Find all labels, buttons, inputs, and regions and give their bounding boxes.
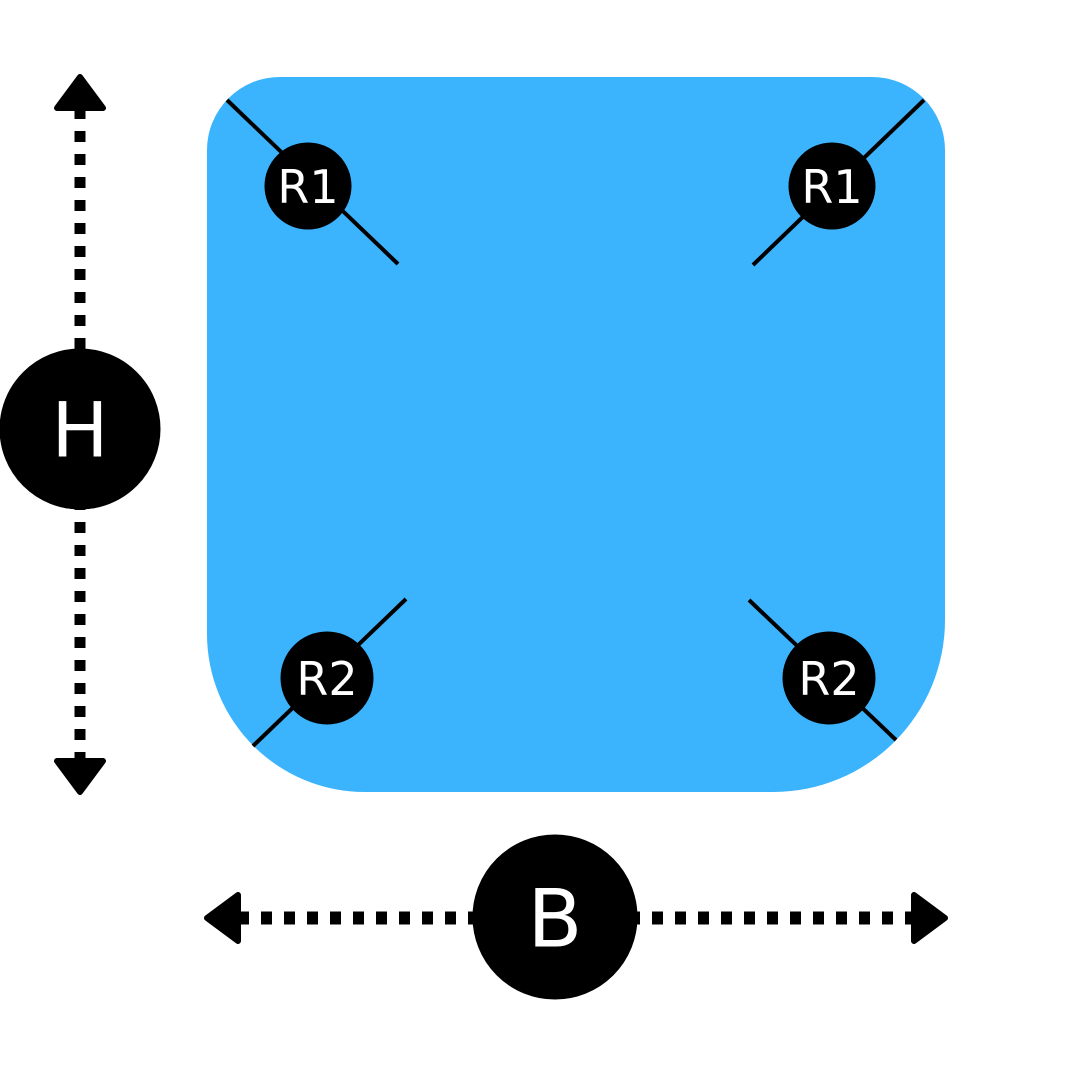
corner-label-text: R2 [296, 652, 357, 706]
corner-label-text: R2 [798, 652, 859, 706]
arrow-up-icon [54, 74, 106, 111]
height-dimension: H [0, 74, 161, 795]
corner-label-bottom-left: R2 [280, 631, 374, 725]
corner-label-top-right: R1 [788, 142, 876, 230]
arrow-left-icon [204, 892, 241, 944]
width-label: B [528, 873, 583, 966]
width-dimension: B [204, 834, 948, 1000]
height-label: H [51, 386, 108, 475]
corner-label-top-left: R1 [264, 142, 352, 230]
corner-label-text: R1 [801, 160, 862, 214]
corner-label-text: R1 [277, 160, 338, 214]
arrow-right-icon [911, 892, 948, 944]
arrow-down-icon [54, 758, 106, 795]
corner-label-bottom-right: R2 [782, 631, 876, 725]
